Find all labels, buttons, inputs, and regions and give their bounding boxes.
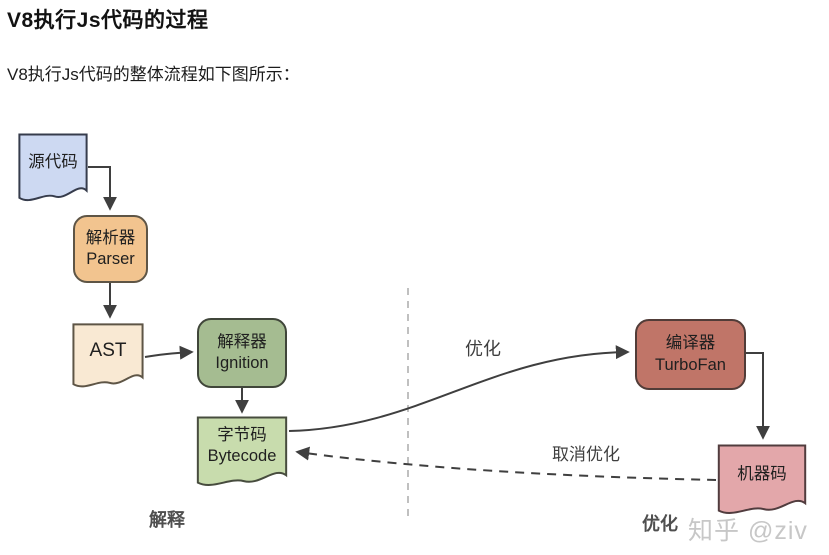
edge-bytecode-turbofan	[288, 345, 630, 432]
edge-label-deoptimize: 取消优化	[552, 445, 620, 464]
node-label: 字节码 Bytecode	[196, 416, 288, 477]
node-label-zh: 解释器	[217, 332, 267, 351]
node-label: AST	[89, 339, 127, 361]
section-label-interpret: 解释	[149, 510, 185, 530]
edge-machine-bytecode	[295, 446, 717, 481]
node-source-code: 源代码	[18, 133, 88, 205]
edge-label-optimize: 优化	[465, 339, 501, 359]
node-label-zh: 解析器	[85, 228, 136, 247]
node-label-en: Ignition	[215, 354, 269, 372]
page-title: V8执行Js代码的过程	[7, 9, 209, 32]
node-label-zh: 编译器	[665, 334, 716, 353]
section-label-optimize: 优化	[642, 514, 678, 534]
node-bytecode: 字节码 Bytecode	[196, 416, 288, 490]
edge-ast-ignition	[144, 345, 194, 360]
document-shape	[717, 444, 807, 518]
node-label-zh: 字节码	[217, 426, 267, 445]
node-label: 源代码	[28, 152, 78, 171]
page-subtitle: V8执行Js代码的整体流程如下图所示：	[7, 65, 300, 84]
document-shape	[72, 323, 144, 391]
node-label-en: TurboFan	[655, 355, 726, 374]
node-turbofan: 编译器 TurboFan	[635, 319, 746, 390]
document-shape	[196, 416, 288, 490]
edge-turbofan-machine	[746, 352, 770, 440]
node-machine-code: 机器码	[717, 444, 807, 518]
node-ast: AST	[72, 323, 144, 391]
zhihu-watermark: 知乎 @ziv	[688, 517, 808, 545]
node-ignition: 解释器 Ignition	[197, 318, 287, 388]
node-label-en: Parser	[86, 250, 135, 268]
node-parser: 解析器 Parser	[73, 215, 148, 283]
node-label-en: Bytecode	[207, 447, 277, 466]
node-label: 机器码	[737, 464, 787, 483]
edge-source-parser	[88, 166, 117, 211]
document-shape	[18, 133, 88, 205]
